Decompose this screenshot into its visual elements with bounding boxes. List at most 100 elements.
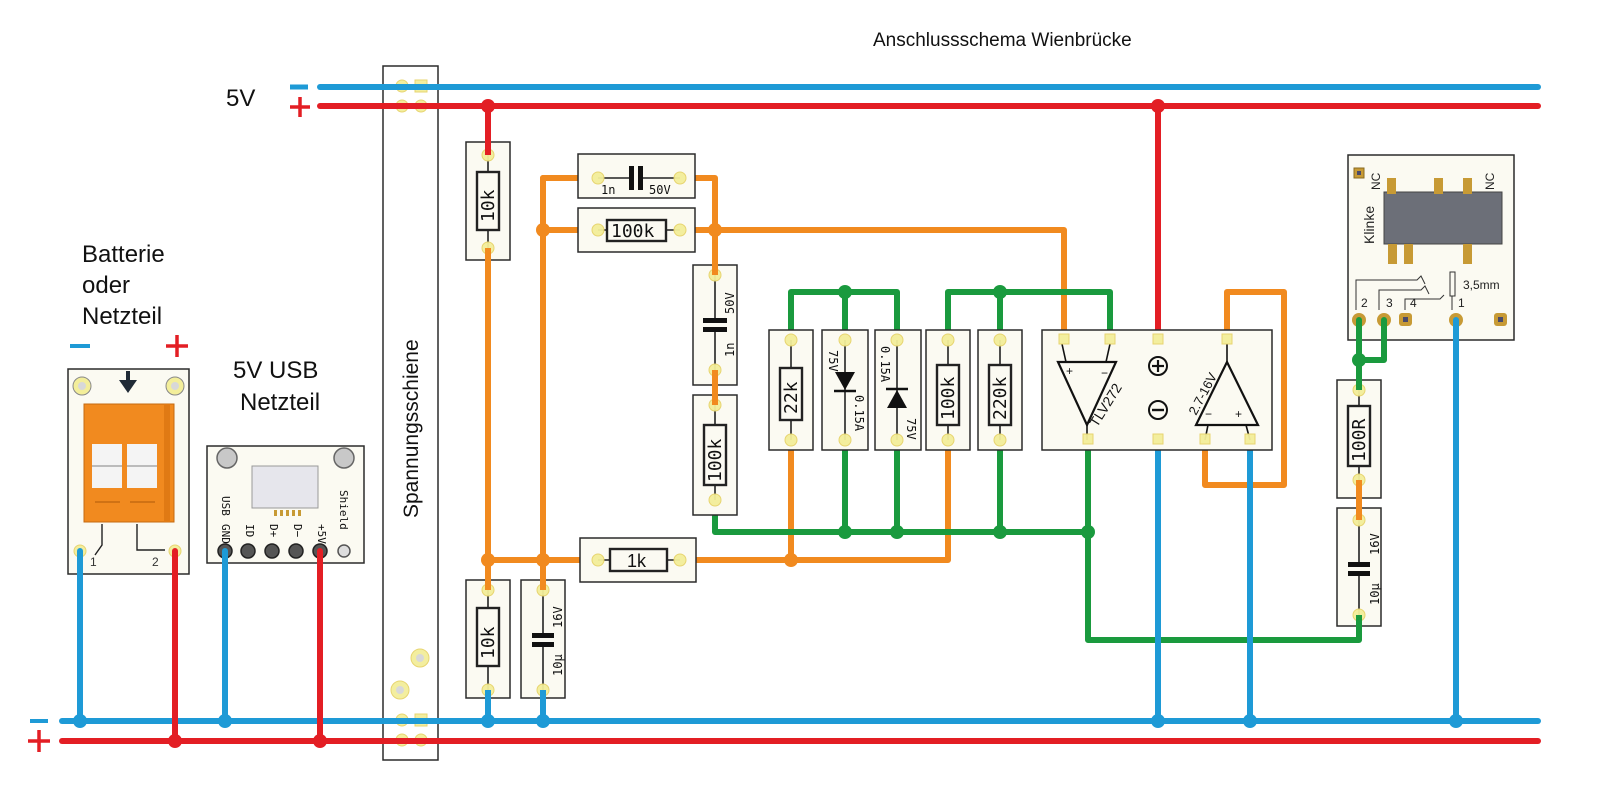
usb-pin-label: +5V — [315, 524, 328, 544]
junction — [313, 734, 327, 748]
junction — [1081, 525, 1095, 539]
arrow-down-icon — [119, 371, 137, 393]
junction — [168, 734, 182, 748]
junction — [784, 553, 798, 567]
mount-hole — [333, 447, 355, 469]
junction — [536, 223, 550, 237]
wire-green-to-cap — [1085, 437, 1362, 643]
battery-label-2: oder — [82, 272, 130, 299]
wire-green-top-2 — [945, 289, 1113, 343]
resistor-value: 1k — [627, 551, 647, 571]
usb-label-1: 5V USB — [233, 357, 318, 384]
capacitor-voltage: 16V — [1368, 533, 1382, 555]
usb-pin-label: GND — [219, 524, 232, 544]
battery-module: Batterie oder Netzteil 1 2 — [67, 241, 190, 575]
power-rail-label: Spannungsschiene — [400, 339, 423, 518]
resistor-value: 100k — [938, 376, 959, 420]
usb-pin-id — [240, 543, 256, 559]
resistor-22k[interactable]: 22k — [768, 329, 814, 451]
diode-current: 0.15A — [852, 395, 866, 432]
junction — [838, 285, 852, 299]
usb-pin-label: USB — [219, 496, 232, 516]
resistor-100k-horizontal[interactable]: 100k — [577, 207, 696, 253]
resistor-100k-feedback[interactable]: 100k — [925, 329, 971, 451]
usb-label-2: Netzteil — [240, 389, 320, 416]
junction — [993, 525, 1007, 539]
supply-plus-icon — [1148, 356, 1168, 376]
junction — [1243, 714, 1257, 728]
capacitor-value: 10µ — [1368, 583, 1382, 605]
usb-pin-shield — [337, 544, 351, 558]
resistor-value: 220k — [990, 376, 1011, 420]
capacitor-1n-vertical[interactable]: 50V 1n — [692, 264, 738, 386]
usb-pin-label: D− — [291, 524, 304, 538]
junction — [890, 525, 904, 539]
diode-voltage: 75V — [826, 350, 840, 372]
capacitor-10u-left[interactable]: 16V 10µ — [520, 579, 566, 699]
capacitor-voltage: 50V — [649, 183, 671, 197]
jack-pin-label: 2 — [1361, 296, 1368, 310]
resistor-value: 22k — [781, 381, 802, 414]
junction — [1151, 714, 1165, 728]
junction — [1151, 99, 1165, 113]
opamp2-minus-input: − — [1205, 407, 1212, 421]
opamp2-plus-input: + — [1235, 407, 1242, 421]
bottom-plus-symbol — [28, 730, 50, 752]
usb-module: 5V USB Netzteil USB GND ID D+ D− +5V Shi… — [206, 357, 365, 564]
power-rail-module: Spannungsschiene — [382, 65, 439, 761]
top-plus-symbol — [290, 97, 310, 117]
micro-usb-connector — [251, 465, 319, 509]
capacitor-value: 1n — [723, 343, 737, 357]
resistor-10k-bottom[interactable]: 10k — [465, 579, 511, 699]
jack-size-label: 3,5mm — [1463, 278, 1500, 292]
diode-2[interactable]: 0.15A 75V — [874, 329, 922, 451]
junction — [73, 714, 87, 728]
opamp-minus-input: − — [1101, 366, 1108, 380]
usb-pin-label: ID — [243, 524, 256, 537]
capacitor-voltage: 16V — [551, 606, 565, 628]
power-rail-board — [382, 65, 439, 761]
diode-voltage: 75V — [904, 418, 918, 440]
battery-label-3: Netzteil — [82, 303, 162, 330]
capacitor-10u-right[interactable]: 16V 10µ — [1336, 507, 1382, 627]
resistor-value: 10k — [478, 626, 499, 659]
resistor-100k-vertical[interactable]: 100k — [692, 394, 738, 516]
wire-1k-feedback — [677, 437, 951, 563]
mount-hole — [216, 447, 238, 469]
jack-pin-label: 4 — [1410, 296, 1417, 310]
resistor-10k-top[interactable]: 10k — [465, 141, 511, 261]
resistor-value: 100R — [1349, 418, 1370, 462]
capacitor-1n-horizontal[interactable]: 1n 50V — [577, 153, 696, 199]
usb-pin-label: D+ — [267, 524, 280, 538]
usb-pin-dplus — [264, 543, 280, 559]
junction — [838, 525, 852, 539]
resistor-value: 100k — [611, 221, 655, 242]
wire-buffer-loop — [1202, 289, 1287, 488]
supply-minus-icon — [1148, 400, 1168, 420]
usb-pin-label: Shield — [337, 490, 350, 530]
audio-jack-module[interactable]: NC NC Klinke 3,5mm 2 3 4 1 — [1347, 154, 1515, 341]
resistor-value: 10k — [478, 189, 499, 222]
nc-label: NC — [1483, 172, 1497, 190]
capacitor-value: 10µ — [551, 654, 565, 676]
pin-label: 2 — [152, 555, 159, 569]
usb-pin-dminus — [288, 543, 304, 559]
nc-label: NC — [1369, 172, 1383, 190]
battery-label-1: Batterie — [82, 241, 165, 268]
pin-label: 1 — [90, 555, 97, 569]
rail-voltage-label: 5V — [226, 85, 255, 112]
diode-current: 0.15A — [878, 346, 892, 383]
opamp-1-symbol — [1056, 360, 1118, 428]
capacitor-voltage: 50V — [723, 292, 737, 314]
jack-pin-label: 3 — [1386, 296, 1393, 310]
jack-socket — [1383, 191, 1503, 245]
opamp-module[interactable]: + − TLV272 − + 2.7-16V — [1041, 329, 1273, 451]
capacitor-value: 1n — [601, 183, 615, 197]
resistor-220k[interactable]: 220k — [977, 329, 1023, 451]
resistor-1k[interactable]: 1k — [579, 537, 697, 583]
wire-to-opamp-plus — [677, 227, 1067, 343]
diode-1[interactable]: 75V 0.15A — [821, 329, 869, 451]
opamp-2-symbol — [1194, 359, 1260, 427]
junction — [993, 285, 1007, 299]
